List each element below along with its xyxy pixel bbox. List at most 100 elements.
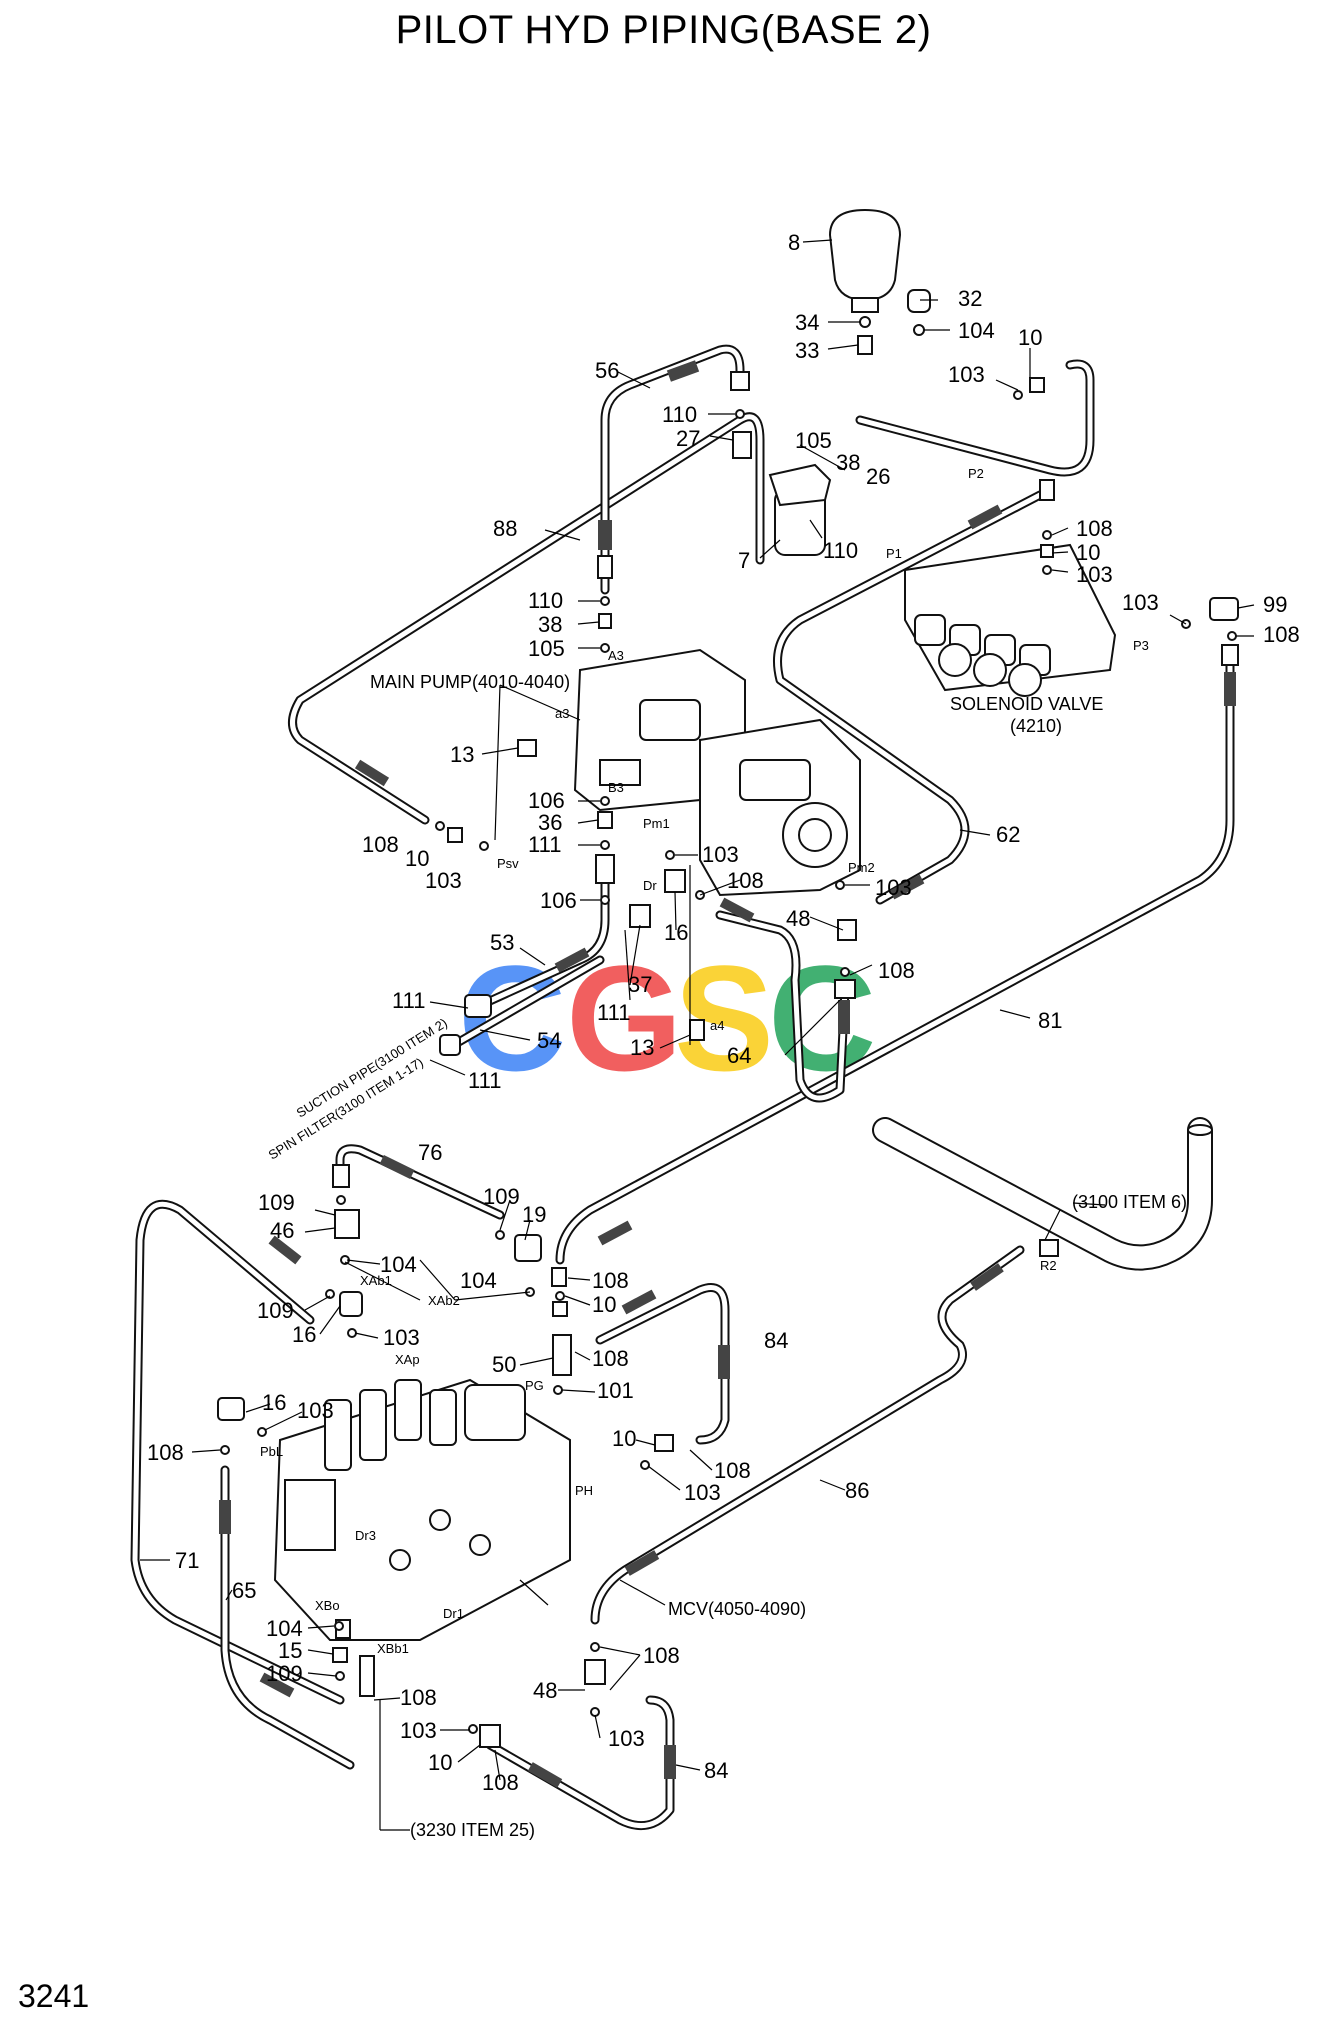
part-label: 34 [795,310,819,335]
part-label: 108 [1076,516,1113,541]
part-label: 108 [1263,622,1300,647]
part-label: 108 [482,1770,519,1795]
part-label: 64 [727,1043,751,1068]
part-label: 111 [597,1000,630,1025]
port-p1: P1 [886,546,902,561]
port-xbo: XBo [315,1598,340,1613]
solenoid-valve-block [904,543,1117,697]
part-label: 104 [958,318,995,343]
part-label: 111 [528,832,561,857]
part-label: 37 [628,972,652,997]
part-label: 110 [662,402,697,427]
filter-7 [768,463,832,556]
port-psv: Psv [497,856,519,871]
part-label: 88 [493,516,517,541]
port-dr: Dr [643,878,657,893]
part-label: 19 [522,1202,546,1227]
part-label: 109 [483,1184,520,1209]
part-label: 106 [528,788,565,813]
part-label: 46 [270,1218,294,1243]
part-label: 38 [538,612,562,637]
cap-32 [907,289,931,313]
part-label: 62 [996,822,1020,847]
part-label: 105 [795,428,832,453]
part-label: 105 [528,636,565,661]
part-label: 103 [684,1480,721,1505]
part-label: 103 [1122,590,1159,615]
ref-3100-label: (3100 ITEM 6) [1072,1192,1187,1212]
part-label: 16 [262,1390,286,1415]
part-label: 109 [257,1298,294,1323]
ref-3230-label: (3230 ITEM 25) [410,1820,535,1840]
part-label: 10 [1076,540,1100,565]
part-label: 103 [948,362,985,387]
port-pg: PG [525,1378,544,1393]
port-a3: A3 [608,648,624,663]
part-label: 53 [490,930,514,955]
port-xab1: XAb1 [360,1273,392,1288]
port-xab2: XAb2 [428,1293,460,1308]
part-label: 108 [714,1458,751,1483]
part-label: 10 [405,846,429,871]
part-label: 38 [836,450,860,475]
part-label: 15 [278,1638,302,1663]
port-a4: a4 [710,1018,724,1033]
part-label: 110 [528,588,563,613]
part-label: 71 [175,1548,199,1573]
part-label: 108 [592,1346,629,1371]
main-pump-label: MAIN PUMP(4010-4040) [370,672,570,692]
part-label: 103 [425,868,462,893]
components [217,208,1239,1748]
port-p3: P3 [1133,638,1149,653]
part-label: 103 [383,1325,420,1350]
port-pm1: Pm1 [643,816,670,831]
part-label: 110 [823,538,858,563]
part-label: 84 [704,1758,728,1783]
part-label: 16 [664,920,688,945]
part-label: 7 [738,548,750,573]
part-label: 103 [1076,562,1113,587]
part-label: 10 [428,1750,452,1775]
part-label: 103 [297,1398,334,1423]
part-label: 106 [540,888,577,913]
part-label: 10 [612,1426,636,1451]
part-label: 99 [1263,592,1287,617]
part-label: 65 [232,1578,256,1603]
part-label: 27 [676,426,700,451]
part-label: 10 [1018,325,1042,350]
part-label: 108 [592,1268,629,1293]
part-label: 84 [764,1328,788,1353]
hoses [130,344,1236,1831]
port-xap: XAp [395,1352,420,1367]
part-label: 32 [958,286,982,311]
port-dr1: Dr1 [443,1606,464,1621]
part-label: 33 [795,338,819,363]
solenoid-valve-ref: (4210) [1010,716,1062,736]
page-number: 3241 [18,1978,90,2014]
part-label: 13 [630,1035,654,1060]
part-label: 13 [450,742,474,767]
part-label: 103 [702,842,739,867]
main-pump [573,648,861,897]
part-label: 81 [1038,1008,1062,1033]
part-label: 86 [845,1478,869,1503]
part-label: 111 [392,988,425,1013]
accumulator-8 [828,208,902,313]
part-label: 104 [460,1268,497,1293]
mcv-label: MCV(4050-4090) [668,1599,806,1619]
watermark-letter-3: S [674,934,774,1102]
part-label: 108 [643,1643,680,1668]
port-ph: PH [575,1483,593,1498]
part-label: 76 [418,1140,442,1165]
part-label: 50 [492,1352,516,1377]
port-xbb1: XBb1 [377,1641,409,1656]
part-label: 108 [878,958,915,983]
part-label: 103 [400,1718,437,1743]
part-label: 111 [468,1068,501,1093]
part-label: 109 [258,1190,295,1215]
port-r2: R2 [1040,1258,1057,1273]
leader-lines [140,239,1255,1831]
part-label: 8 [788,230,800,255]
port-dr3: Dr3 [355,1528,376,1543]
